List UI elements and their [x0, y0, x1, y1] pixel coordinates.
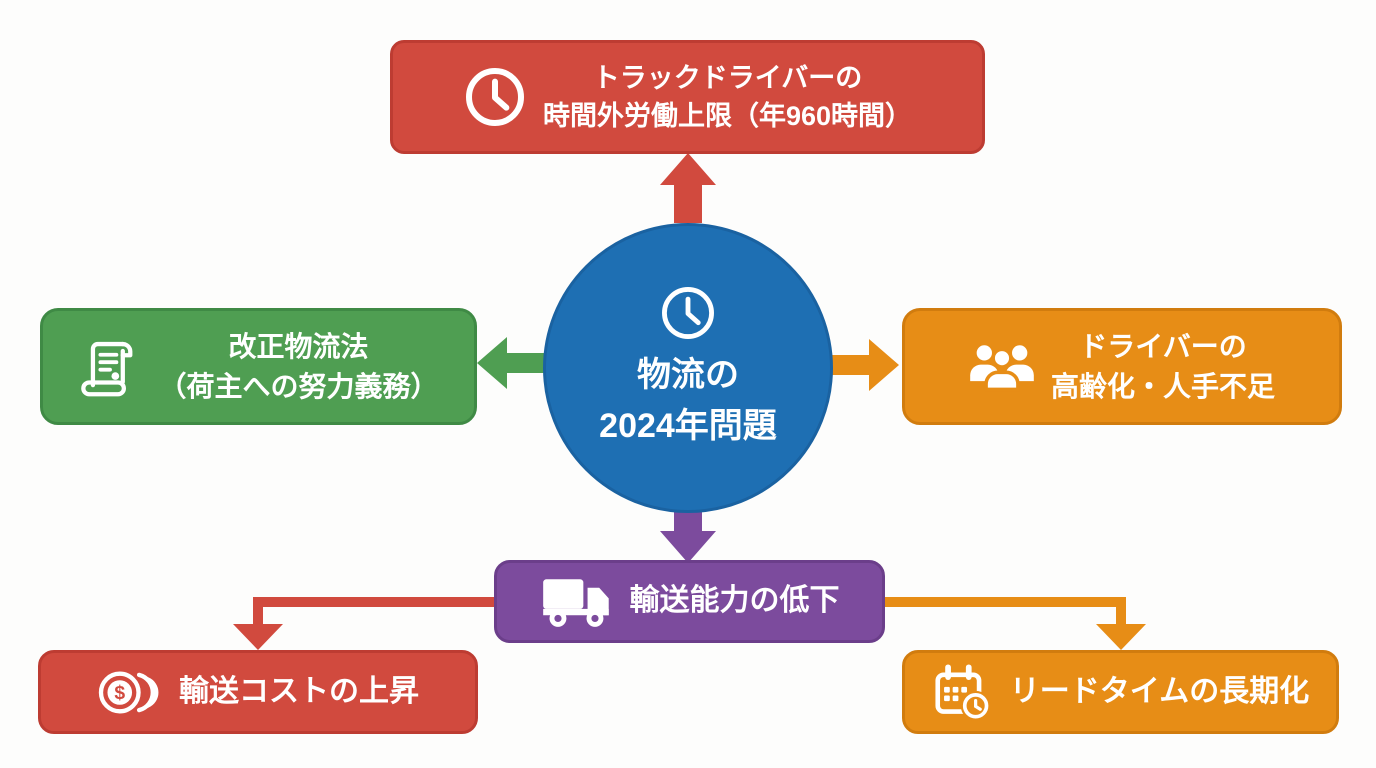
arrow-left-icon: [477, 337, 555, 389]
node-label-line2: 高齢化・人手不足: [1050, 370, 1275, 402]
node-label: 輸送能力の低下: [629, 584, 840, 618]
arrow-down-icon: [660, 503, 716, 563]
connector-to-lead-time: [885, 597, 1146, 650]
center-title-line1: 物流の: [636, 356, 739, 394]
node-label-line1: 改正物流法: [228, 330, 369, 362]
node-transport-capacity-decline: 輸送能力の低下: [494, 560, 885, 643]
scroll-icon: [78, 336, 142, 398]
clock-icon: [463, 65, 527, 129]
people-icon: [969, 341, 1035, 393]
node-label-line1: トラックドライバーの: [592, 62, 863, 93]
node-label: 改正物流法 （荷主への努力義務）: [158, 327, 438, 407]
arrow-up-icon: [660, 153, 716, 223]
node-driver-aging-shortage: ドライバーの 高齢化・人手不足: [902, 308, 1342, 425]
truck-icon: [540, 574, 614, 629]
center-title-line2: 2024年問題: [599, 407, 777, 445]
connector-to-transport-cost: [233, 597, 494, 650]
calendar-clock-icon: [932, 663, 994, 721]
node-label: リードタイムの長期化: [1009, 674, 1310, 708]
node-label: トラックドライバーの 時間外労働上限（年960時間）: [543, 59, 912, 136]
node-center-2024-problem: 物流の 2024年問題: [543, 223, 833, 513]
node-transport-cost-rise: $ 輸送コストの上昇: [38, 650, 478, 734]
node-label-line2: （荷主への努力義務）: [158, 370, 439, 402]
coins-icon: $: [97, 665, 163, 720]
center-title: 物流の 2024年問題: [599, 350, 777, 452]
dollar-symbol: $: [114, 682, 125, 704]
node-label: ドライバーの 高齢化・人手不足: [1051, 327, 1275, 407]
clock-icon: [659, 284, 717, 342]
node-revised-logistics-law: 改正物流法 （荷主への努力義務）: [40, 308, 477, 425]
arrow-right-icon: [821, 339, 899, 391]
node-label: 輸送コストの上昇: [179, 674, 419, 708]
node-label-line1: ドライバーの: [1079, 330, 1247, 362]
node-label-line2: 時間外労働上限（年960時間）: [542, 101, 913, 131]
node-lead-time-lengthening: リードタイムの長期化: [902, 650, 1339, 734]
node-driver-overtime-limit: トラックドライバーの 時間外労働上限（年960時間）: [390, 40, 985, 154]
